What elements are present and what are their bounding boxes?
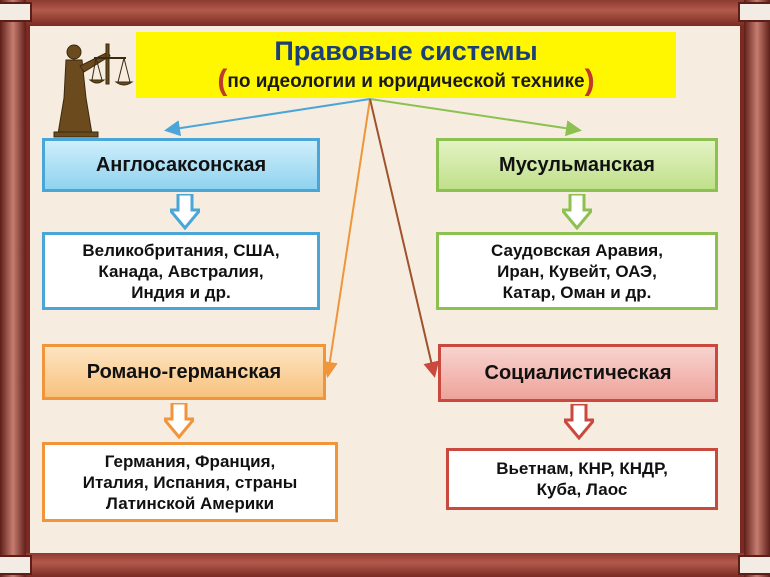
connector-anglo (164, 98, 371, 137)
system-label: Мусульманская (499, 153, 655, 176)
down-arrow-icon (562, 194, 592, 230)
pillar-cap (738, 2, 770, 22)
system-romano: Романо-германская (42, 344, 326, 400)
down-arrow-icon (170, 194, 200, 230)
title-close-paren: ) (584, 64, 595, 97)
frame-top (0, 0, 770, 26)
themis-statue-icon (53, 43, 134, 138)
countries-text: Германия, Франция, Италия, Испания, стра… (82, 451, 298, 513)
left-pillar (0, 0, 26, 577)
title-subtitle: (по идеологии и юридической технике) (136, 64, 676, 97)
countries-muslim: Саудовская Аравия, Иран, Кувейт, ОАЭ, Ка… (436, 232, 718, 310)
frame-bottom (0, 553, 770, 577)
countries-anglo: Великобритания, США, Канада, Австралия, … (42, 232, 320, 310)
title-subtitle-text: по идеологии и юридической технике (227, 71, 585, 92)
system-label: Романо-германская (86, 360, 282, 383)
system-muslim: Мусульманская (436, 138, 718, 192)
connector-social (369, 98, 440, 378)
pillar-base (0, 555, 32, 575)
title-open-paren: ( (217, 64, 228, 97)
countries-romano: Германия, Франция, Италия, Испания, стра… (42, 442, 338, 522)
pillar-base (738, 555, 770, 575)
system-label: Англосаксонская (95, 153, 267, 176)
countries-social: Вьетнам, КНР, КНДР, Куба, Лаос (446, 448, 718, 510)
countries-text: Вьетнам, КНР, КНДР, Куба, Лаос (496, 459, 668, 499)
title-main: Правовые системы (274, 36, 538, 66)
system-social: Социалистическая (438, 344, 718, 402)
countries-text: Великобритания, США, Канада, Австралия, … (82, 240, 280, 302)
connector-muslim (369, 98, 582, 137)
right-pillar (744, 0, 770, 577)
system-anglo: Англосаксонская (42, 138, 320, 192)
down-arrow-icon (564, 404, 594, 440)
diagram-title: Правовые системы (по идеологии и юридиче… (136, 32, 676, 98)
connector-romano (321, 98, 371, 378)
system-label: Социалистическая (484, 361, 672, 384)
down-arrow-icon (164, 403, 194, 439)
pillar-cap (0, 2, 32, 22)
countries-text: Саудовская Аравия, Иран, Кувейт, ОАЭ, Ка… (491, 240, 663, 302)
